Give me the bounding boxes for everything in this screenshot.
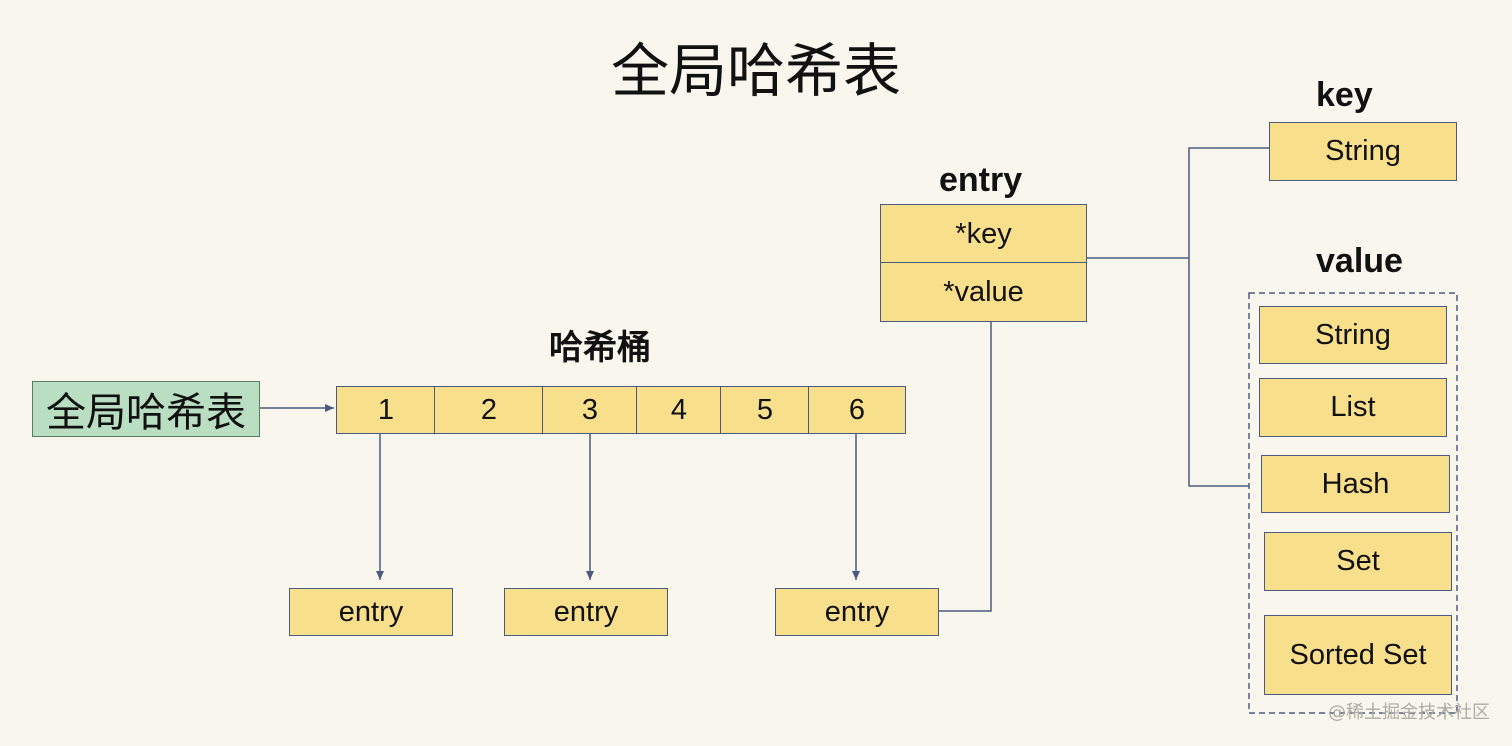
value-group-border: [1248, 292, 1458, 714]
hash-bucket-label: 哈希桶: [549, 328, 651, 368]
value-type-list: List: [1259, 378, 1447, 437]
bucket-cell: 1: [336, 386, 436, 434]
value-section-label: value: [1316, 242, 1403, 280]
value-type-set: Set: [1264, 532, 1452, 591]
value-type-sorted-set: Sorted Set: [1264, 615, 1452, 695]
connector-entry-to-struct: [939, 322, 992, 612]
chain-entry-box: entry: [289, 588, 453, 636]
bucket-cell: 2: [434, 386, 544, 434]
bucket-cell: 4: [636, 386, 722, 434]
entry-key-field: *key: [880, 204, 1087, 264]
chain-entry-box: entry: [775, 588, 939, 636]
value-type-hash: Hash: [1261, 455, 1450, 513]
bucket-cell: 3: [542, 386, 638, 434]
entry-struct-label: entry: [939, 161, 1023, 199]
entry-value-field: *value: [880, 262, 1087, 322]
watermark: @稀土掘金技术社区: [1328, 702, 1490, 723]
global-hash-table-box: 全局哈希表: [32, 381, 260, 437]
chain-entry-box: entry: [504, 588, 668, 636]
key-section-label: key: [1316, 76, 1373, 114]
bucket-cell: 6: [808, 386, 906, 434]
connector-branch: [1188, 147, 1269, 487]
diagram-title: 全局哈希表: [610, 37, 901, 105]
bucket-cell: 5: [720, 386, 810, 434]
value-type-string: String: [1259, 306, 1447, 364]
key-type-string: String: [1269, 122, 1457, 181]
